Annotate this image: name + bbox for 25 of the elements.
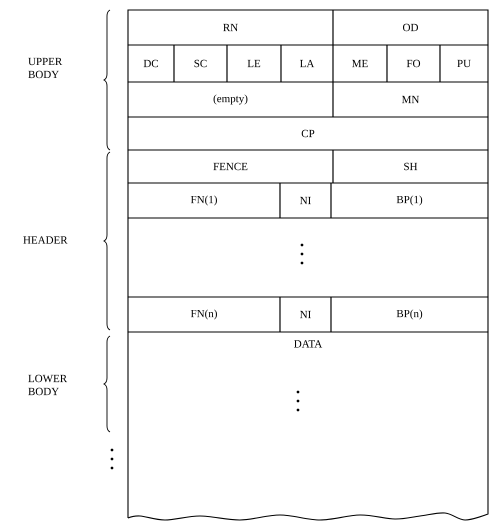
field-cell: BP(n): [330, 296, 489, 333]
field-cell: DC: [127, 44, 175, 83]
field-cell: MN: [332, 81, 489, 118]
field-cell: BP(1): [330, 182, 489, 219]
field-cell: OD: [332, 9, 489, 46]
field-cell: FN(n): [127, 296, 281, 333]
field-cell: PU: [439, 44, 489, 83]
section-label: HEADER: [23, 236, 68, 244]
field-cell: LE: [226, 44, 282, 83]
field-cell: RN: [127, 9, 334, 46]
section-label: UPPER BODY: [28, 58, 62, 78]
field-cell: FENCE: [127, 149, 334, 184]
field-cell: CP: [127, 116, 489, 151]
field-cell: FO: [386, 44, 441, 83]
data-area: DATA: [127, 331, 489, 521]
field-cell: NI: [279, 182, 332, 219]
field-cell: SC: [173, 44, 228, 83]
field-cell: (empty): [127, 81, 334, 118]
field-cell: FN(1): [127, 182, 281, 219]
field-cell: LA: [280, 44, 334, 83]
field-cell: ME: [332, 44, 388, 83]
field-cell: SH: [332, 149, 489, 184]
empty-cell: [127, 217, 489, 298]
field-cell: NI: [279, 296, 332, 333]
section-label: LOWER BODY: [28, 374, 68, 396]
